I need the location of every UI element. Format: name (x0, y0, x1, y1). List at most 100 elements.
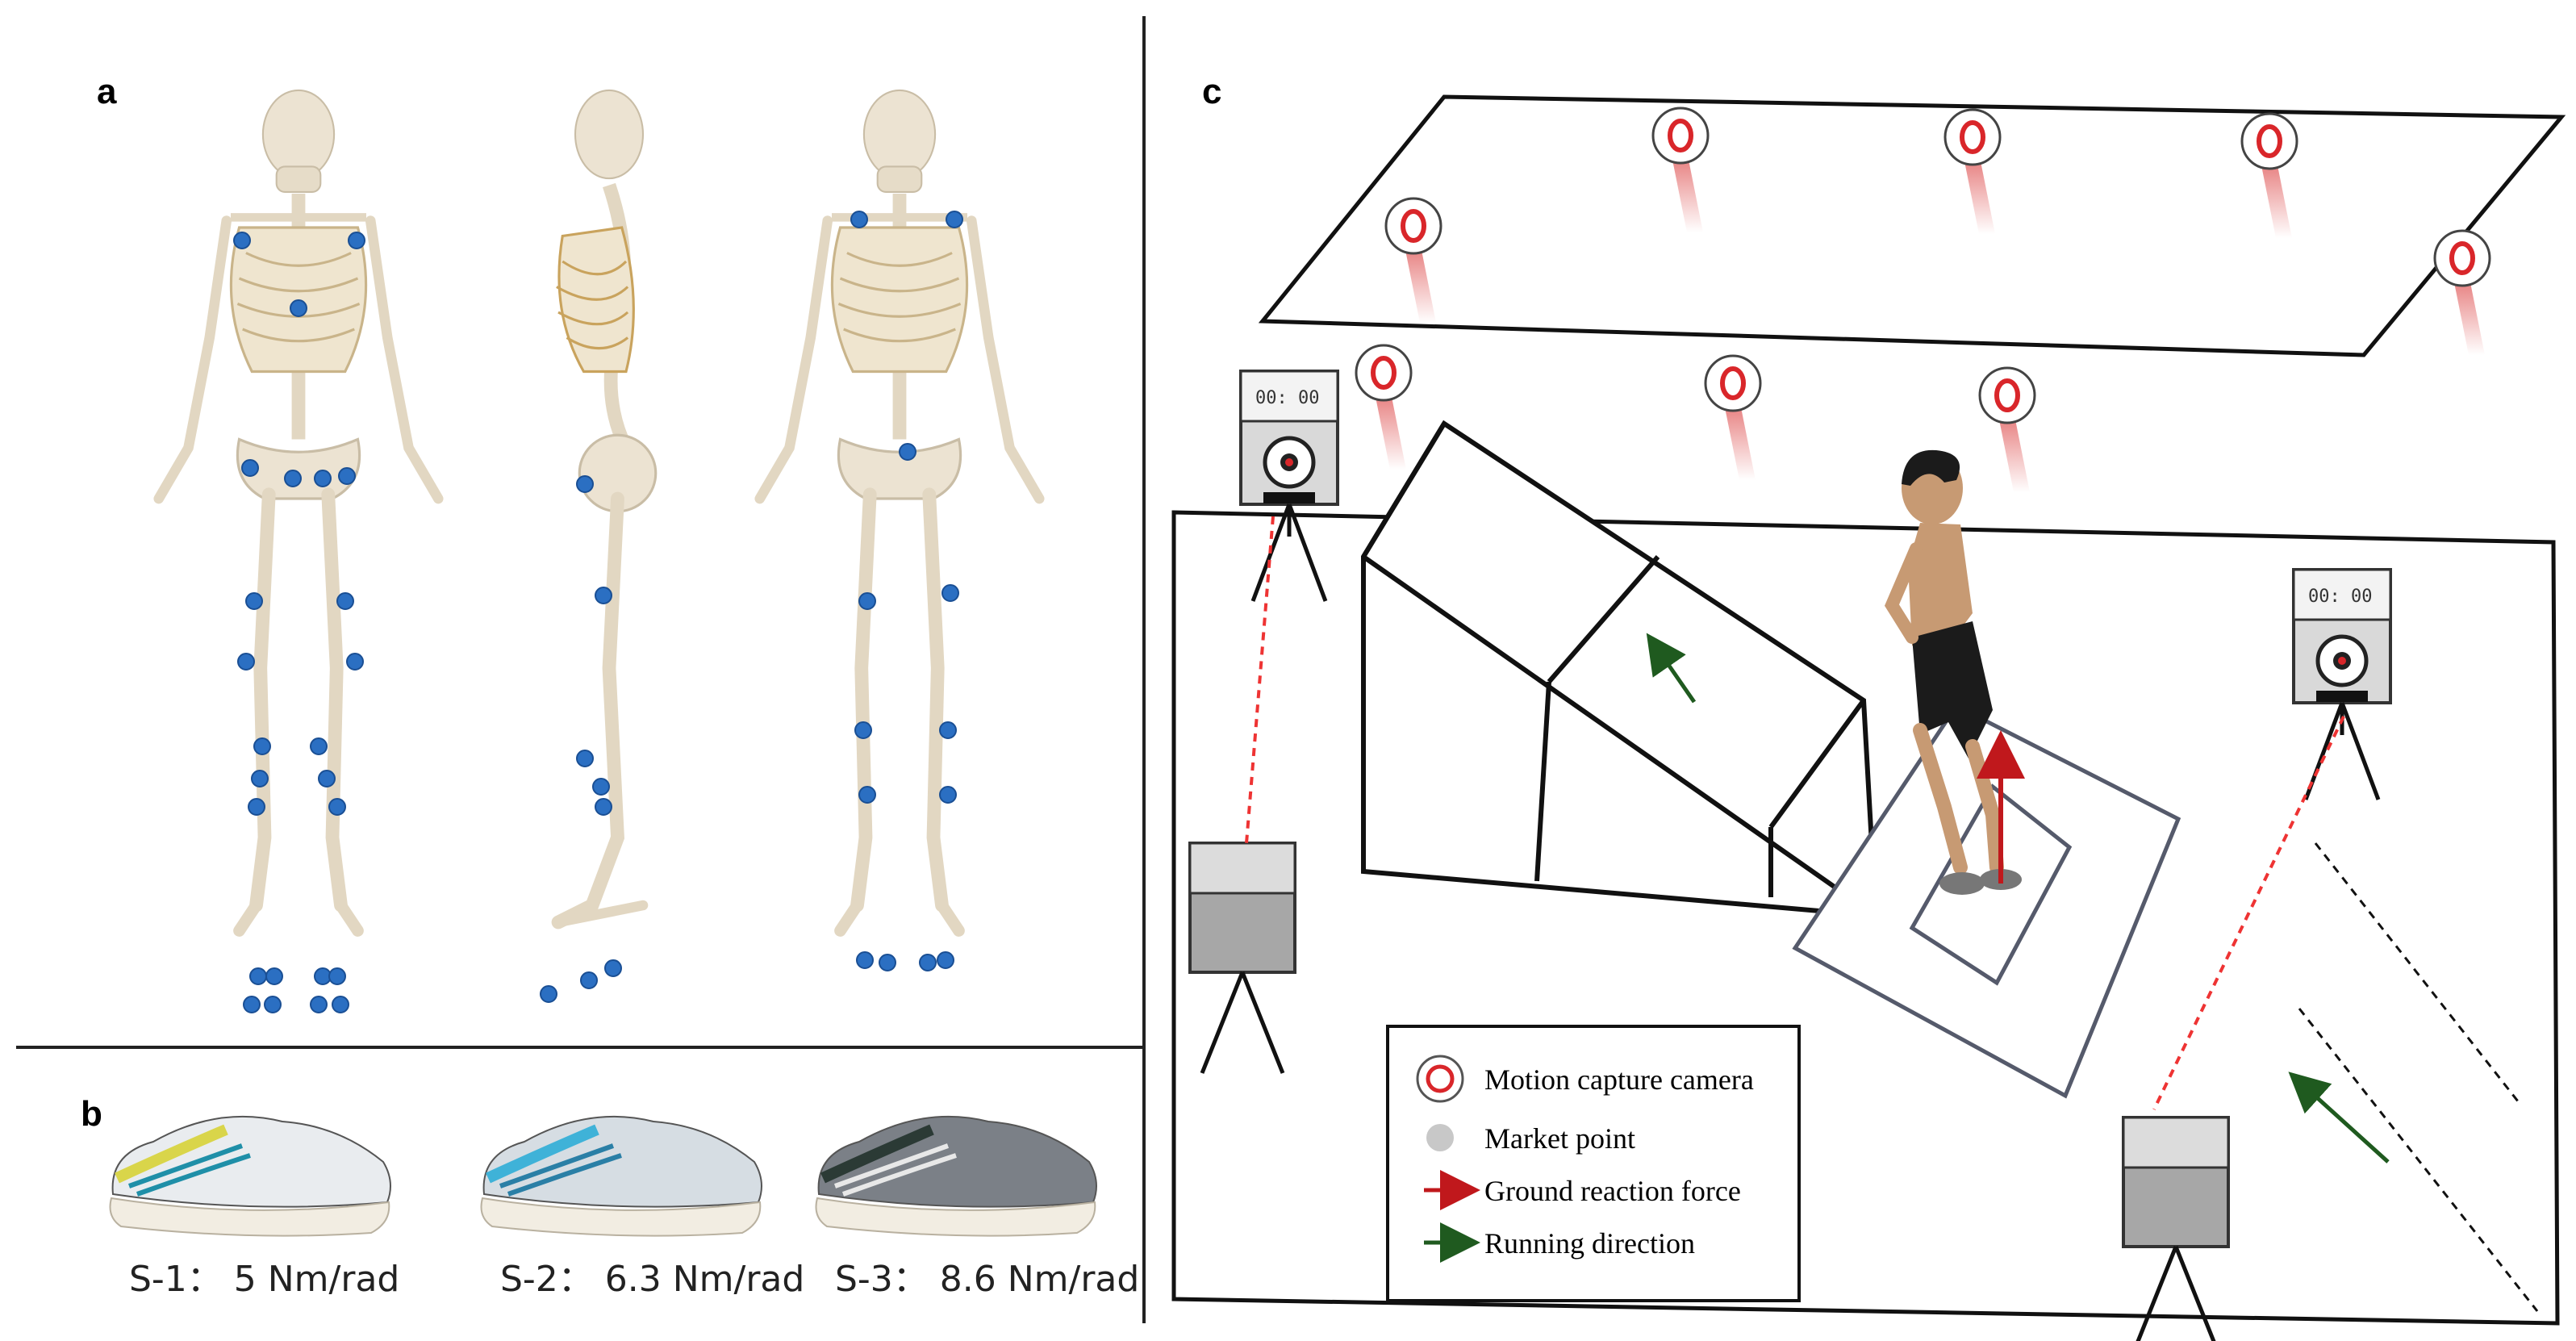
ceiling-camera (1651, 107, 1710, 232)
marker-point (243, 996, 261, 1013)
marker-point (854, 721, 872, 739)
marker-point (249, 967, 267, 985)
marker-point (237, 653, 255, 670)
marker-point (251, 770, 269, 787)
floor-box (1171, 510, 2560, 1326)
marker-point (939, 786, 957, 804)
marker-point (939, 721, 957, 739)
panel-a-letter: a (97, 72, 117, 111)
tripod-camera-right: 00: 00 (2292, 568, 2392, 800)
shoe-2-label: S-2： 6.3 Nm/rad (500, 1259, 804, 1300)
marker-point (310, 737, 328, 755)
shoe-2: S-2： 6.3 Nm/rad (480, 1115, 804, 1300)
gray-dot-icon (1426, 1124, 1454, 1151)
marker-point (336, 592, 354, 610)
marker-point (595, 798, 612, 816)
marker-point (580, 971, 598, 989)
marker-point (318, 770, 336, 787)
ceiling-plane (1258, 94, 2566, 357)
marker-point (332, 996, 349, 1013)
ceiling-cameras (1355, 107, 2491, 492)
marker-layer (233, 211, 963, 1013)
marker-point (328, 798, 346, 816)
tripod-camera-bottom (2122, 1116, 2230, 1341)
marker-point (310, 996, 328, 1013)
marker-point (245, 592, 263, 610)
marker-point (348, 232, 365, 249)
marker-point (592, 778, 610, 796)
tripod-camera-left-top: 00: 00 (1239, 370, 1339, 602)
skeleton-front (159, 90, 439, 931)
marker-point (314, 470, 332, 487)
clock-readout: 00: 00 (1255, 388, 1319, 408)
marker-point (576, 475, 594, 493)
marker-point (284, 470, 302, 487)
legend-label-marker: Market point (1484, 1122, 1635, 1155)
marker-point (856, 951, 874, 969)
ceiling-camera (1943, 108, 2002, 234)
legend-item-direction: Running direction (1424, 1222, 1695, 1263)
marker-point (850, 211, 868, 228)
ceiling-camera (1355, 344, 1413, 470)
marker-point (338, 467, 356, 485)
ramp (1361, 420, 1879, 919)
marker-point (540, 985, 557, 1003)
runner (1884, 449, 2022, 895)
marker-point (899, 443, 916, 461)
legend-label-force: Ground reaction force (1484, 1175, 1741, 1207)
marker-point (937, 951, 954, 969)
panel-b: b S-1： 5 Nm/rad S-2： 6.3 Nm/rad S-3： 8.6 N… (81, 1094, 1139, 1300)
marker-point (941, 584, 959, 602)
ceiling-camera (1704, 354, 1762, 480)
force-plate-inner (1909, 783, 2073, 986)
legend-item-force: Ground reaction force (1424, 1170, 1741, 1210)
shoe-3: S-3： 8.6 Nm/rad (815, 1115, 1139, 1300)
clock-readout: 00: 00 (2308, 587, 2372, 607)
marker-point (328, 967, 346, 985)
panel-a: a (97, 72, 1039, 1013)
marker-point (946, 211, 963, 228)
marker-point (595, 587, 612, 604)
marker-point (253, 737, 271, 755)
lane-line-1 (2314, 842, 2523, 1106)
marker-point (879, 954, 896, 971)
sightline-right (2152, 716, 2345, 1110)
marker-point (858, 786, 876, 804)
panel-b-letter: b (81, 1094, 102, 1134)
shoe-layer: S-1： 5 Nm/rad S-2： 6.3 Nm/rad S-3： 8.6 Nm/… (109, 1115, 1139, 1300)
shoe-1-label: S-1： 5 Nm/rad (129, 1259, 399, 1300)
marker-point (346, 653, 364, 670)
marker-point (248, 798, 265, 816)
sightline-left (1245, 516, 1275, 844)
floor-direction-arrow (2288, 1072, 2390, 1163)
skeleton-side (557, 90, 656, 922)
ceiling-camera (2433, 229, 2491, 355)
marker-point (576, 750, 594, 767)
legend-item-camera: Motion capture camera (1416, 1055, 1754, 1103)
legend-item-marker: Market point (1426, 1122, 1635, 1155)
legend-label-camera: Motion capture camera (1484, 1063, 1754, 1096)
tripod-camera-left-bottom (1188, 842, 1296, 1074)
ceiling-camera (1384, 197, 1442, 323)
ceiling-camera (1978, 366, 2036, 492)
marker-point (241, 459, 259, 477)
marker-point (265, 967, 283, 985)
marker-point (858, 592, 876, 610)
force-plate-outer (1792, 703, 2181, 1099)
legend: Motion capture camera Market point Groun… (1386, 1025, 1801, 1302)
tripod-cameras: 00: 00 00: 00 (1188, 370, 2392, 1341)
panel-c: c (1171, 72, 2566, 1341)
marker-point (264, 996, 282, 1013)
legend-label-direction: Running direction (1484, 1227, 1695, 1260)
shoe-3-label: S-3： 8.6 Nm/rad (835, 1259, 1139, 1300)
camera-ring-icon (1416, 1055, 1464, 1103)
shoe-1: S-1： 5 Nm/rad (109, 1115, 399, 1300)
panel-c-letter: c (1202, 72, 1221, 111)
skeleton-back (760, 90, 1040, 931)
ceiling-camera (2240, 112, 2298, 238)
ramp-direction-arrow (1646, 633, 1697, 704)
marker-point (233, 232, 251, 249)
marker-point (290, 299, 307, 317)
lane-line-2 (2298, 1008, 2539, 1312)
